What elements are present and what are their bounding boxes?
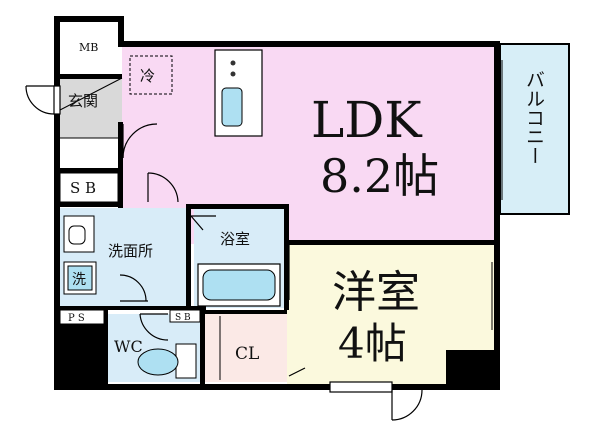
balcony-outline <box>499 43 570 215</box>
bath-label: 浴室 <box>220 230 250 248</box>
balcony-label: バルコニー <box>523 70 545 165</box>
balcony-floor <box>500 44 569 214</box>
interior-walls <box>54 74 495 388</box>
thin-lines <box>59 77 123 203</box>
sb-small-box <box>169 309 201 323</box>
sb-label: S B <box>70 179 96 197</box>
genkan-floor <box>60 78 122 138</box>
washroom-label: 洗面所 <box>108 242 153 260</box>
ldk-size: 8.2帖 <box>320 149 439 203</box>
kitchen-counter <box>214 49 263 137</box>
closet-floor <box>205 314 287 382</box>
bedroom-window <box>491 262 498 330</box>
washer-label: 洗 <box>72 272 86 288</box>
sb-small-label: S B <box>175 313 191 323</box>
wc-door <box>139 313 169 341</box>
bedroom-door <box>288 243 490 377</box>
front-door <box>25 85 61 115</box>
cl-label: CL <box>235 344 259 364</box>
toilet <box>137 343 197 379</box>
mb-label: MB <box>79 41 98 54</box>
bathtub <box>197 263 281 307</box>
entry-hall-floor <box>60 138 122 168</box>
balcony-window <box>496 60 503 200</box>
fridge-label: 冷 <box>140 67 155 85</box>
bedroom-size: 4帖 <box>338 319 407 368</box>
genkan-label: 玄関 <box>68 92 98 110</box>
bottom-door <box>329 381 423 421</box>
fridge-space <box>129 55 173 95</box>
bedroom-name: 洋室 <box>332 267 420 318</box>
washroom <box>63 215 97 295</box>
ps-text: P S <box>68 313 85 324</box>
ps-box <box>59 309 105 325</box>
ldk-name: LDK <box>311 91 423 149</box>
bath-door <box>190 215 216 231</box>
washroom-door <box>119 172 179 302</box>
wc-label: WC <box>114 337 143 356</box>
ldk-door <box>122 123 158 159</box>
